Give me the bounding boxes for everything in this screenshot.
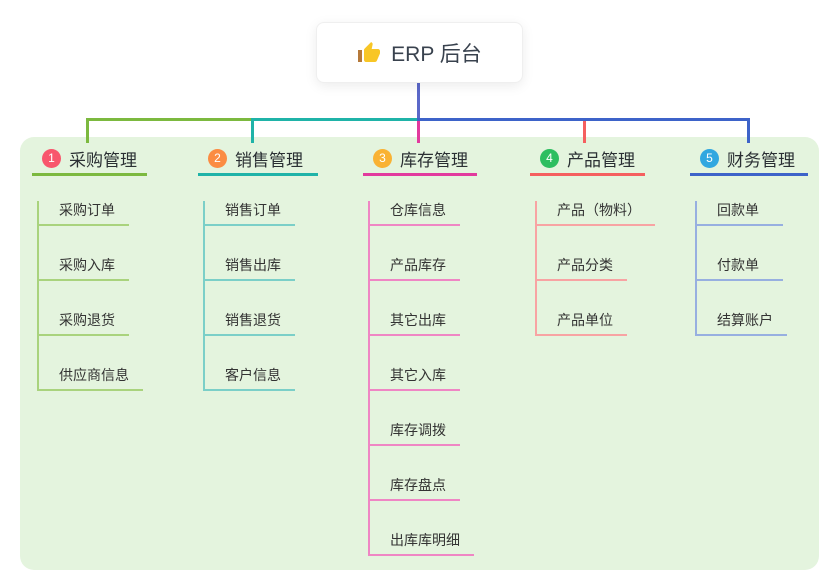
child-node[interactable]: 付款单 [697,256,783,281]
branch-number-badge: 3 [373,148,392,168]
child-node[interactable]: 采购入库 [39,256,129,281]
branch-title: 财务管理 [727,150,795,170]
child-node[interactable]: 产品分类 [537,256,627,281]
child-node[interactable]: 出库库明细 [370,531,474,556]
branch-number-badge: 5 [700,148,719,168]
child-node[interactable]: 其它出库 [370,311,460,336]
branch-drop-line [583,121,586,143]
root-connector-line [417,83,420,121]
branch-node[interactable]: 1 采购管理 [32,143,147,176]
branch-children: 销售订单销售出库销售退货客户信息 [203,201,318,391]
branch-column: 1 采购管理 采购订单采购入库采购退货供应商信息 [32,143,147,391]
child-node[interactable]: 结算账户 [697,311,787,336]
child-node[interactable]: 客户信息 [205,366,295,391]
branch-title: 销售管理 [235,150,303,170]
branch-children: 回款单付款单结算账户 [695,201,808,336]
bus-segment [251,118,420,121]
child-node[interactable]: 产品单位 [537,311,627,336]
branches-background-panel [20,137,819,570]
branch-drop-line [747,121,750,143]
child-node[interactable]: 销售订单 [205,201,295,226]
child-node[interactable]: 采购订单 [39,201,129,226]
thumbs-up-icon [358,41,381,62]
branch-children: 产品（物料） 产品分类产品单位 [535,201,655,336]
branch-number-badge: 4 [540,148,559,168]
child-node[interactable]: 库存盘点 [370,476,460,501]
branch-children: 采购订单采购入库采购退货供应商信息 [37,201,147,391]
branch-node[interactable]: 2 销售管理 [198,143,318,176]
child-node[interactable]: 销售退货 [205,311,295,336]
child-node[interactable]: 回款单 [697,201,783,226]
child-node[interactable]: 仓库信息 [370,201,460,226]
branch-node[interactable]: 5 财务管理 [690,143,808,176]
branch-column: 3 库存管理 仓库信息产品库存其它出库其它入库库存调拨库存盘点出库库明细 [363,143,477,556]
child-node[interactable]: 其它入库 [370,366,460,391]
branch-title: 产品管理 [567,150,635,170]
child-node[interactable]: 产品（物料） [537,201,655,226]
child-node[interactable]: 采购退货 [39,311,129,336]
branch-children: 仓库信息产品库存其它出库其它入库库存调拨库存盘点出库库明细 [368,201,477,556]
branch-number-badge: 2 [208,148,227,168]
branch-title: 库存管理 [400,150,468,170]
branch-drop-line [251,121,254,143]
branch-drop-line [86,121,89,143]
branch-column: 4 产品管理 产品（物料） 产品分类产品单位 [530,143,655,336]
bus-segment [417,118,750,121]
child-node[interactable]: 库存调拨 [370,421,460,446]
branch-column: 5 财务管理 回款单付款单结算账户 [690,143,808,336]
branch-drop-line [417,121,420,143]
root-node[interactable]: ERP 后台 [316,22,523,83]
child-node[interactable]: 产品库存 [370,256,460,281]
branch-column: 2 销售管理 销售订单销售出库销售退货客户信息 [198,143,318,391]
branch-title: 采购管理 [69,150,137,170]
branch-node[interactable]: 4 产品管理 [530,143,645,176]
child-node[interactable]: 供应商信息 [39,366,143,391]
branch-number-badge: 1 [42,148,61,168]
child-node[interactable]: 销售出库 [205,256,295,281]
bus-segment [86,118,254,121]
root-node-label: ERP 后台 [391,42,482,66]
branch-node[interactable]: 3 库存管理 [363,143,477,176]
